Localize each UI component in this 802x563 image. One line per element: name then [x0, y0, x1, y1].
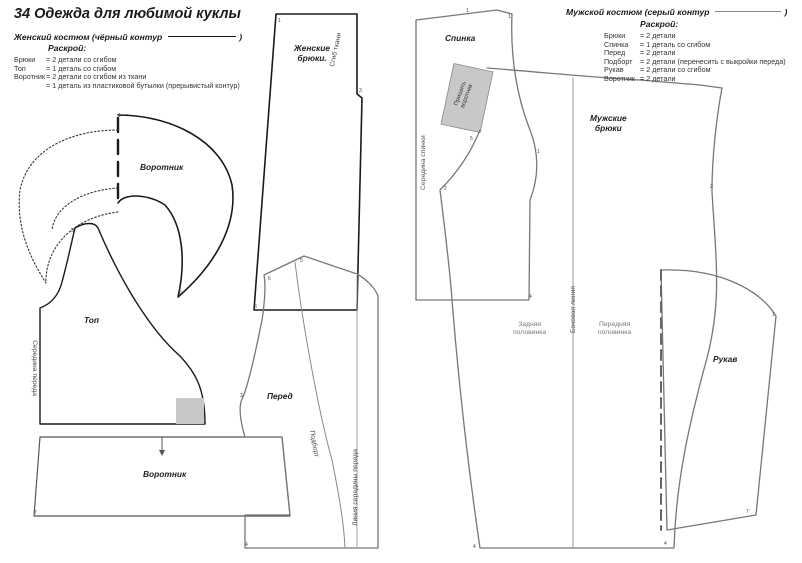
svg-text:1: 1: [466, 8, 469, 14]
collar-stitch-patch: [440, 63, 494, 133]
label-men-trousers: Мужские брюки: [590, 113, 627, 133]
svg-text:3: 3: [240, 393, 243, 399]
legend-item-name: Спинка: [604, 39, 629, 49]
collar-curved-dotted-2: [51, 187, 119, 231]
svg-text:2: 2: [444, 186, 447, 192]
women-cut-heading: Раскрой:: [48, 43, 87, 53]
svg-text:7: 7: [34, 510, 37, 516]
legend-item-name: Воротник: [604, 73, 636, 83]
legend-item-name: Топ: [14, 63, 26, 73]
legend-item-value: = 2 детали со сгибом: [640, 65, 711, 75]
svg-text:1: 1: [278, 18, 281, 24]
svg-text:1: 1: [508, 14, 511, 20]
label-back: Спинка: [445, 33, 476, 43]
legend-item-name: Брюки: [14, 55, 36, 64]
svg-text:3: 3: [254, 304, 257, 310]
page-title: 34 Одежда для любимой куклы: [14, 6, 241, 22]
legend-row: Подборт = 2 детали (перенесить с выкройки…: [604, 56, 786, 67]
legend-item-name: Брюки: [604, 31, 626, 40]
label-front-half: Передняя половинка: [598, 321, 632, 337]
svg-text:4: 4: [245, 542, 248, 548]
sleeve-piece: [660, 269, 777, 531]
legend-row: Брюки = 2 детали: [604, 31, 786, 41]
legend-item-name: Рукав: [604, 65, 624, 75]
label-sleeve: Рукав: [713, 354, 738, 364]
label-top-fold: Середина переда: [31, 340, 39, 397]
svg-text:5: 5: [470, 136, 473, 142]
legend-item-name: Перед: [604, 48, 626, 58]
top-grey-patch: [176, 398, 204, 424]
legend-row: Топ = 1 деталь со сгибом: [14, 63, 240, 74]
svg-text:5: 5: [300, 258, 303, 264]
legend-item-value: = 2 детали со сгибом из ткани: [46, 72, 147, 82]
front-piece: [239, 255, 379, 549]
legend-row: Воротник= 2 детали со сгибом из ткани: [14, 72, 240, 82]
label-center-front-line: Линия середины переда: [352, 449, 359, 526]
svg-text:6: 6: [268, 276, 271, 282]
svg-text:3: 3: [359, 88, 362, 94]
legend-row: = 1 деталь из пластиковой бутылки (преры…: [14, 80, 240, 91]
svg-text:1: 1: [537, 149, 540, 155]
legend-item-value: = 2 детали (перенесить с выкройки переда…: [640, 56, 786, 66]
legend-row: Спинка = 1 деталь со сгибом: [604, 39, 786, 50]
label-women-trousers: Женские брюки.: [294, 43, 331, 63]
women-heading: Женский костюм (чёрный контур): [14, 32, 243, 42]
label-back-middle: Середина спинки: [420, 135, 427, 190]
men-trousers: [439, 67, 723, 549]
legend-item-value: = 1 деталь со сгибом: [640, 39, 711, 49]
legend-item-value: = 1 деталь из пластиковой бутылки (преры…: [46, 80, 240, 90]
legend-row: Перед = 2 детали: [604, 48, 786, 58]
legend-item-value: = 1 деталь со сгибом: [46, 63, 117, 73]
collar-curved-dotted: [18, 129, 119, 284]
legend-item-value: = 2 детали: [640, 73, 676, 83]
label-collar-rect: Воротник: [143, 469, 187, 479]
collar-rect: [33, 436, 291, 517]
svg-text:1: 1: [772, 312, 775, 318]
legend-item-name: Подборт: [604, 56, 633, 66]
svg-text:5: 5: [71, 228, 74, 234]
svg-text:4: 4: [664, 541, 667, 547]
men-cut-heading: Раскрой:: [640, 19, 679, 29]
label-front: Перед: [267, 391, 293, 401]
legend-row: Воротник = 2 детали: [604, 73, 786, 84]
legend-row: Рукав = 2 детали со сгибом: [604, 66, 786, 75]
point-markers: 1 6 5 7 1 3 3 5 6 3 4 2 5 1 4 4 2 4 1 7 …: [34, 8, 775, 550]
label-top: Топ: [84, 315, 100, 325]
svg-text:6: 6: [179, 290, 182, 296]
legend-row: Брюки = 2 детали со сгибом: [14, 55, 240, 65]
svg-text:4: 4: [529, 294, 532, 300]
collar-curved-solid: [117, 114, 234, 298]
legend-item-value: = 2 детали: [640, 48, 676, 58]
label-side-line: Боковая линия: [570, 286, 577, 333]
svg-text:2: 2: [710, 184, 713, 190]
legend-item-name: Воротник: [14, 72, 46, 82]
facing-line: [294, 261, 346, 549]
top-piece: [39, 222, 206, 425]
men-heading: Мужской костюм (серый контур): [566, 7, 788, 17]
label-back-half: Задняя половинка: [513, 321, 547, 337]
svg-text:1: 1: [118, 113, 121, 119]
women-trousers: [253, 13, 363, 311]
label-collar-curved: Воротник: [140, 162, 184, 172]
svg-text:4: 4: [473, 544, 476, 550]
svg-text:7: 7: [746, 509, 749, 515]
legend-item-value: = 2 детали со сгибом: [46, 55, 117, 64]
legend-item-value: = 2 детали: [640, 31, 676, 40]
back-piece: [415, 9, 538, 301]
